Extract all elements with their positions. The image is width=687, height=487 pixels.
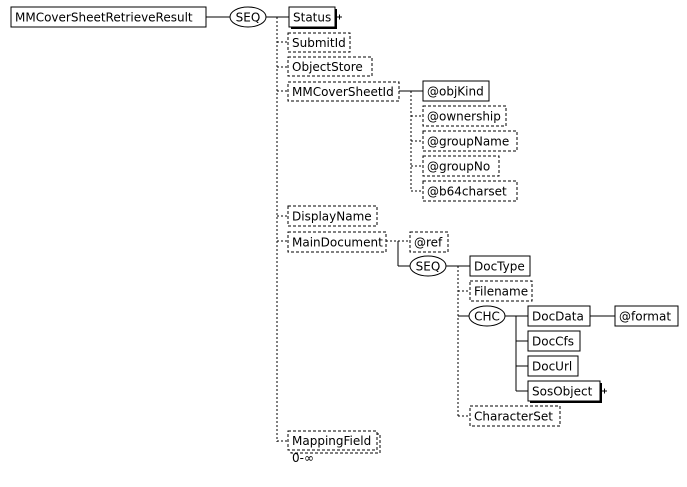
attribute-ref[interactable]: @ref xyxy=(409,231,449,253)
attribute-ownership-label: @ownership xyxy=(427,110,501,124)
root-element-label: MMCoverSheetRetrieveResult xyxy=(15,11,193,25)
element-doc-type[interactable]: DocType xyxy=(469,255,531,277)
element-sos-object-label: SosObject xyxy=(532,385,593,399)
connector-lines xyxy=(206,16,615,442)
attribute-b64charset-label: @b64charset xyxy=(427,185,507,199)
element-doc-cfs[interactable]: DocCfs xyxy=(527,330,581,352)
sequence-main-shape xyxy=(229,6,267,28)
element-display-name-label: DisplayName xyxy=(292,210,372,224)
element-filename-frame xyxy=(469,280,533,302)
element-submit-id-frame xyxy=(287,32,351,53)
element-display-name[interactable]: DisplayName xyxy=(287,205,378,227)
element-object-store-frame xyxy=(287,56,373,77)
element-doc-type-label: DocType xyxy=(474,260,525,274)
attribute-group-no-label: @groupNo xyxy=(427,160,490,174)
element-mapping-field[interactable]: MappingField 0-∞ xyxy=(287,430,381,465)
choice-doc[interactable]: CHC xyxy=(468,305,506,327)
element-sos-object-frame xyxy=(527,380,601,402)
element-mm-cover-sheet-id[interactable]: MMCoverSheetId xyxy=(287,81,400,102)
attribute-group-name-label: @groupName xyxy=(427,135,509,149)
element-doc-data-frame xyxy=(527,305,591,327)
element-mapping-field-frame xyxy=(287,430,378,451)
element-status[interactable]: Status xyxy=(288,6,342,29)
element-sos-object[interactable]: SosObject xyxy=(527,380,607,403)
element-display-name-frame xyxy=(287,205,378,227)
sequence-main-document-label: SEQ xyxy=(416,260,441,274)
attribute-group-name-frame xyxy=(422,130,518,152)
element-character-set-frame xyxy=(469,405,561,427)
element-filename[interactable]: Filename xyxy=(469,280,533,302)
attribute-ownership[interactable]: @ownership xyxy=(422,105,507,127)
element-status-frame xyxy=(288,6,336,28)
element-main-document-frame xyxy=(287,231,387,253)
element-doc-url-label: DocUrl xyxy=(532,360,572,374)
element-doc-url-frame xyxy=(527,355,579,377)
attribute-format-frame xyxy=(614,305,679,327)
element-main-document-label: MainDocument xyxy=(292,236,383,250)
attribute-b64charset[interactable]: @b64charset xyxy=(422,180,518,202)
mapping-field-cardinality: 0-∞ xyxy=(292,451,314,465)
element-doc-cfs-frame xyxy=(527,330,581,352)
element-mm-cover-sheet-id-frame xyxy=(287,81,400,102)
attribute-obj-kind[interactable]: @objKind xyxy=(422,80,490,102)
attribute-format[interactable]: @format xyxy=(614,305,679,327)
element-object-store-label: ObjectStore xyxy=(292,60,363,74)
element-submit-id-label: SubmitId xyxy=(292,36,346,50)
root-element[interactable]: MMCoverSheetRetrieveResult xyxy=(10,6,207,28)
element-character-set-label: CharacterSet xyxy=(474,410,553,424)
element-doc-data-label: DocData xyxy=(532,310,584,324)
element-filename-label: Filename xyxy=(474,285,528,299)
element-mapping-field-label: MappingField xyxy=(292,434,371,448)
element-object-store[interactable]: ObjectStore xyxy=(287,56,373,77)
sequence-main-document-shape xyxy=(409,255,447,277)
attribute-group-no-frame xyxy=(422,155,500,177)
attribute-group-name[interactable]: @groupName xyxy=(422,130,518,152)
element-doc-type-frame xyxy=(469,255,531,277)
attribute-obj-kind-label: @objKind xyxy=(427,85,484,99)
sequence-main-label: SEQ xyxy=(236,11,261,25)
attribute-b64charset-frame xyxy=(422,180,518,202)
choice-doc-shape xyxy=(468,305,506,327)
attribute-ref-frame xyxy=(409,231,449,253)
element-doc-data[interactable]: DocData xyxy=(527,305,591,327)
element-doc-cfs-label: DocCfs xyxy=(532,335,574,349)
sequence-main[interactable]: SEQ xyxy=(229,6,267,28)
element-doc-url[interactable]: DocUrl xyxy=(527,355,579,377)
attribute-group-no[interactable]: @groupNo xyxy=(422,155,500,177)
attribute-format-label: @format xyxy=(619,310,671,324)
element-main-document[interactable]: MainDocument xyxy=(287,231,387,253)
element-status-label: Status xyxy=(293,11,331,25)
choice-doc-label: CHC xyxy=(474,310,500,324)
element-mm-cover-sheet-id-label: MMCoverSheetId xyxy=(292,85,394,99)
attribute-ownership-frame xyxy=(422,105,507,127)
element-submit-id[interactable]: SubmitId xyxy=(287,32,351,53)
attribute-obj-kind-frame xyxy=(422,80,490,102)
root-element-frame xyxy=(10,6,207,28)
element-character-set[interactable]: CharacterSet xyxy=(469,405,561,427)
attribute-ref-label: @ref xyxy=(414,236,443,250)
sequence-main-document[interactable]: SEQ xyxy=(409,255,447,277)
